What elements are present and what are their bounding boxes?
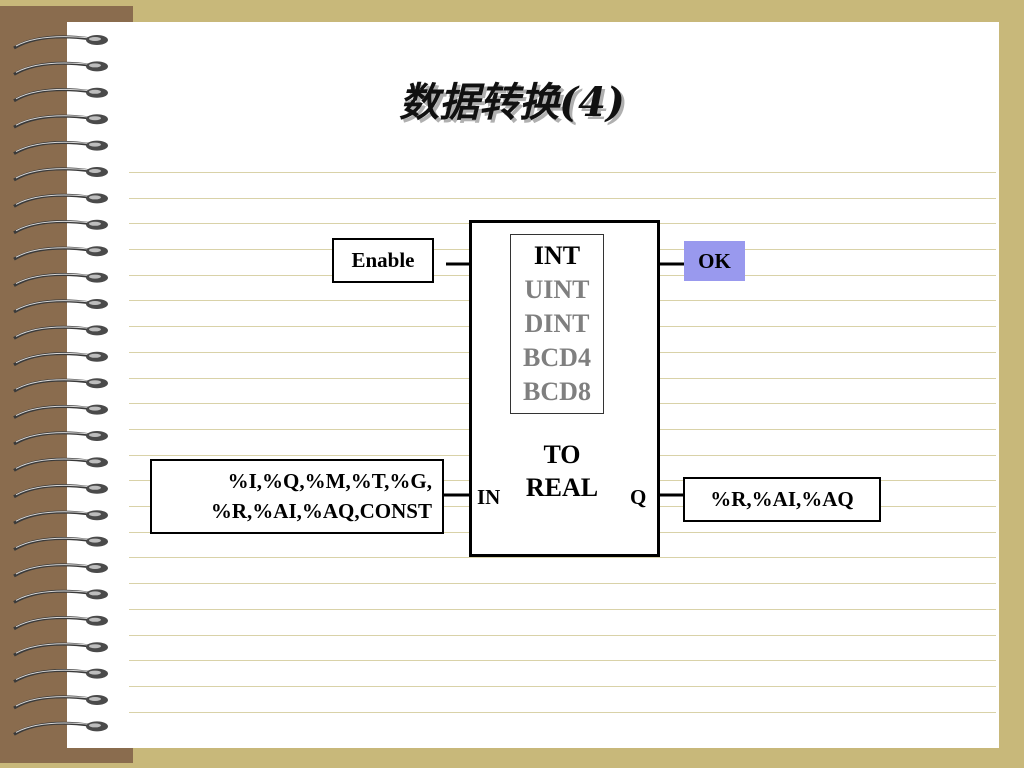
- ok-box: OK: [684, 241, 745, 281]
- ruled-line: [129, 712, 996, 713]
- operation-label: TO REAL: [510, 438, 614, 504]
- spiral-ring: [13, 695, 108, 710]
- spiral-ring: [13, 668, 108, 683]
- enable-box: Enable: [332, 238, 434, 283]
- output-operands-box: %R,%AI,%AQ: [683, 477, 881, 522]
- spiral-ring: [13, 457, 108, 472]
- spiral-ring: [13, 510, 108, 525]
- type-bcd8: BCD8: [523, 377, 591, 406]
- spiral-ring: [13, 193, 108, 208]
- q-port-label: Q: [630, 485, 647, 509]
- spiral-ring: [13, 351, 108, 367]
- ruled-line: [129, 660, 996, 661]
- spiral-ring: [13, 325, 108, 340]
- ruled-line: [129, 609, 996, 610]
- spiral-ring: [13, 246, 108, 261]
- spiral-ring: [13, 642, 108, 657]
- ruled-line: [129, 583, 996, 584]
- ruled-line: [129, 172, 996, 173]
- input-operands-line-2: %R,%AI,%AQ,CONST: [210, 499, 432, 523]
- type-int: INT: [533, 241, 581, 270]
- spiral-ring: [13, 299, 108, 314]
- operation-line-2: REAL: [525, 473, 599, 502]
- ruled-line: [129, 198, 996, 199]
- spiral-ring: [13, 35, 108, 50]
- input-operands-box: %I,%Q,%M,%T,%G, %R,%AI,%AQ,CONST: [150, 459, 444, 534]
- spiral-ring: [13, 563, 108, 578]
- spiral-ring: [13, 378, 108, 393]
- type-uint: UINT: [524, 275, 590, 304]
- spiral-ring: [13, 87, 108, 103]
- spiral-ring: [13, 61, 108, 76]
- spiral-ring: [13, 431, 108, 446]
- type-dint: DINT: [524, 309, 590, 338]
- spiral-ring: [13, 589, 108, 604]
- spiral-ring: [13, 483, 108, 499]
- type-bcd4: BCD4: [523, 343, 591, 372]
- type-list: INT UINT DINT BCD4 BCD8: [510, 234, 604, 414]
- input-operands-line-1: %I,%Q,%M,%T,%G,: [227, 469, 432, 493]
- spiral-ring: [13, 167, 108, 182]
- ruled-line: [129, 686, 996, 687]
- page-title: 数据转换(4): [399, 79, 625, 126]
- spiral-ring: [13, 140, 108, 155]
- spiral-rings: [13, 35, 108, 736]
- ruled-line: [129, 635, 996, 636]
- spiral-ring: [13, 219, 108, 235]
- spiral-ring: [13, 272, 108, 287]
- operation-line-1: TO: [543, 440, 581, 469]
- spiral-ring: [13, 404, 108, 419]
- spiral-ring: [13, 114, 108, 129]
- spiral-ring: [13, 721, 108, 736]
- ruled-line: [129, 557, 996, 558]
- spiral-ring: [13, 536, 108, 551]
- spiral-ring: [13, 615, 108, 631]
- in-port-label: IN: [477, 485, 501, 509]
